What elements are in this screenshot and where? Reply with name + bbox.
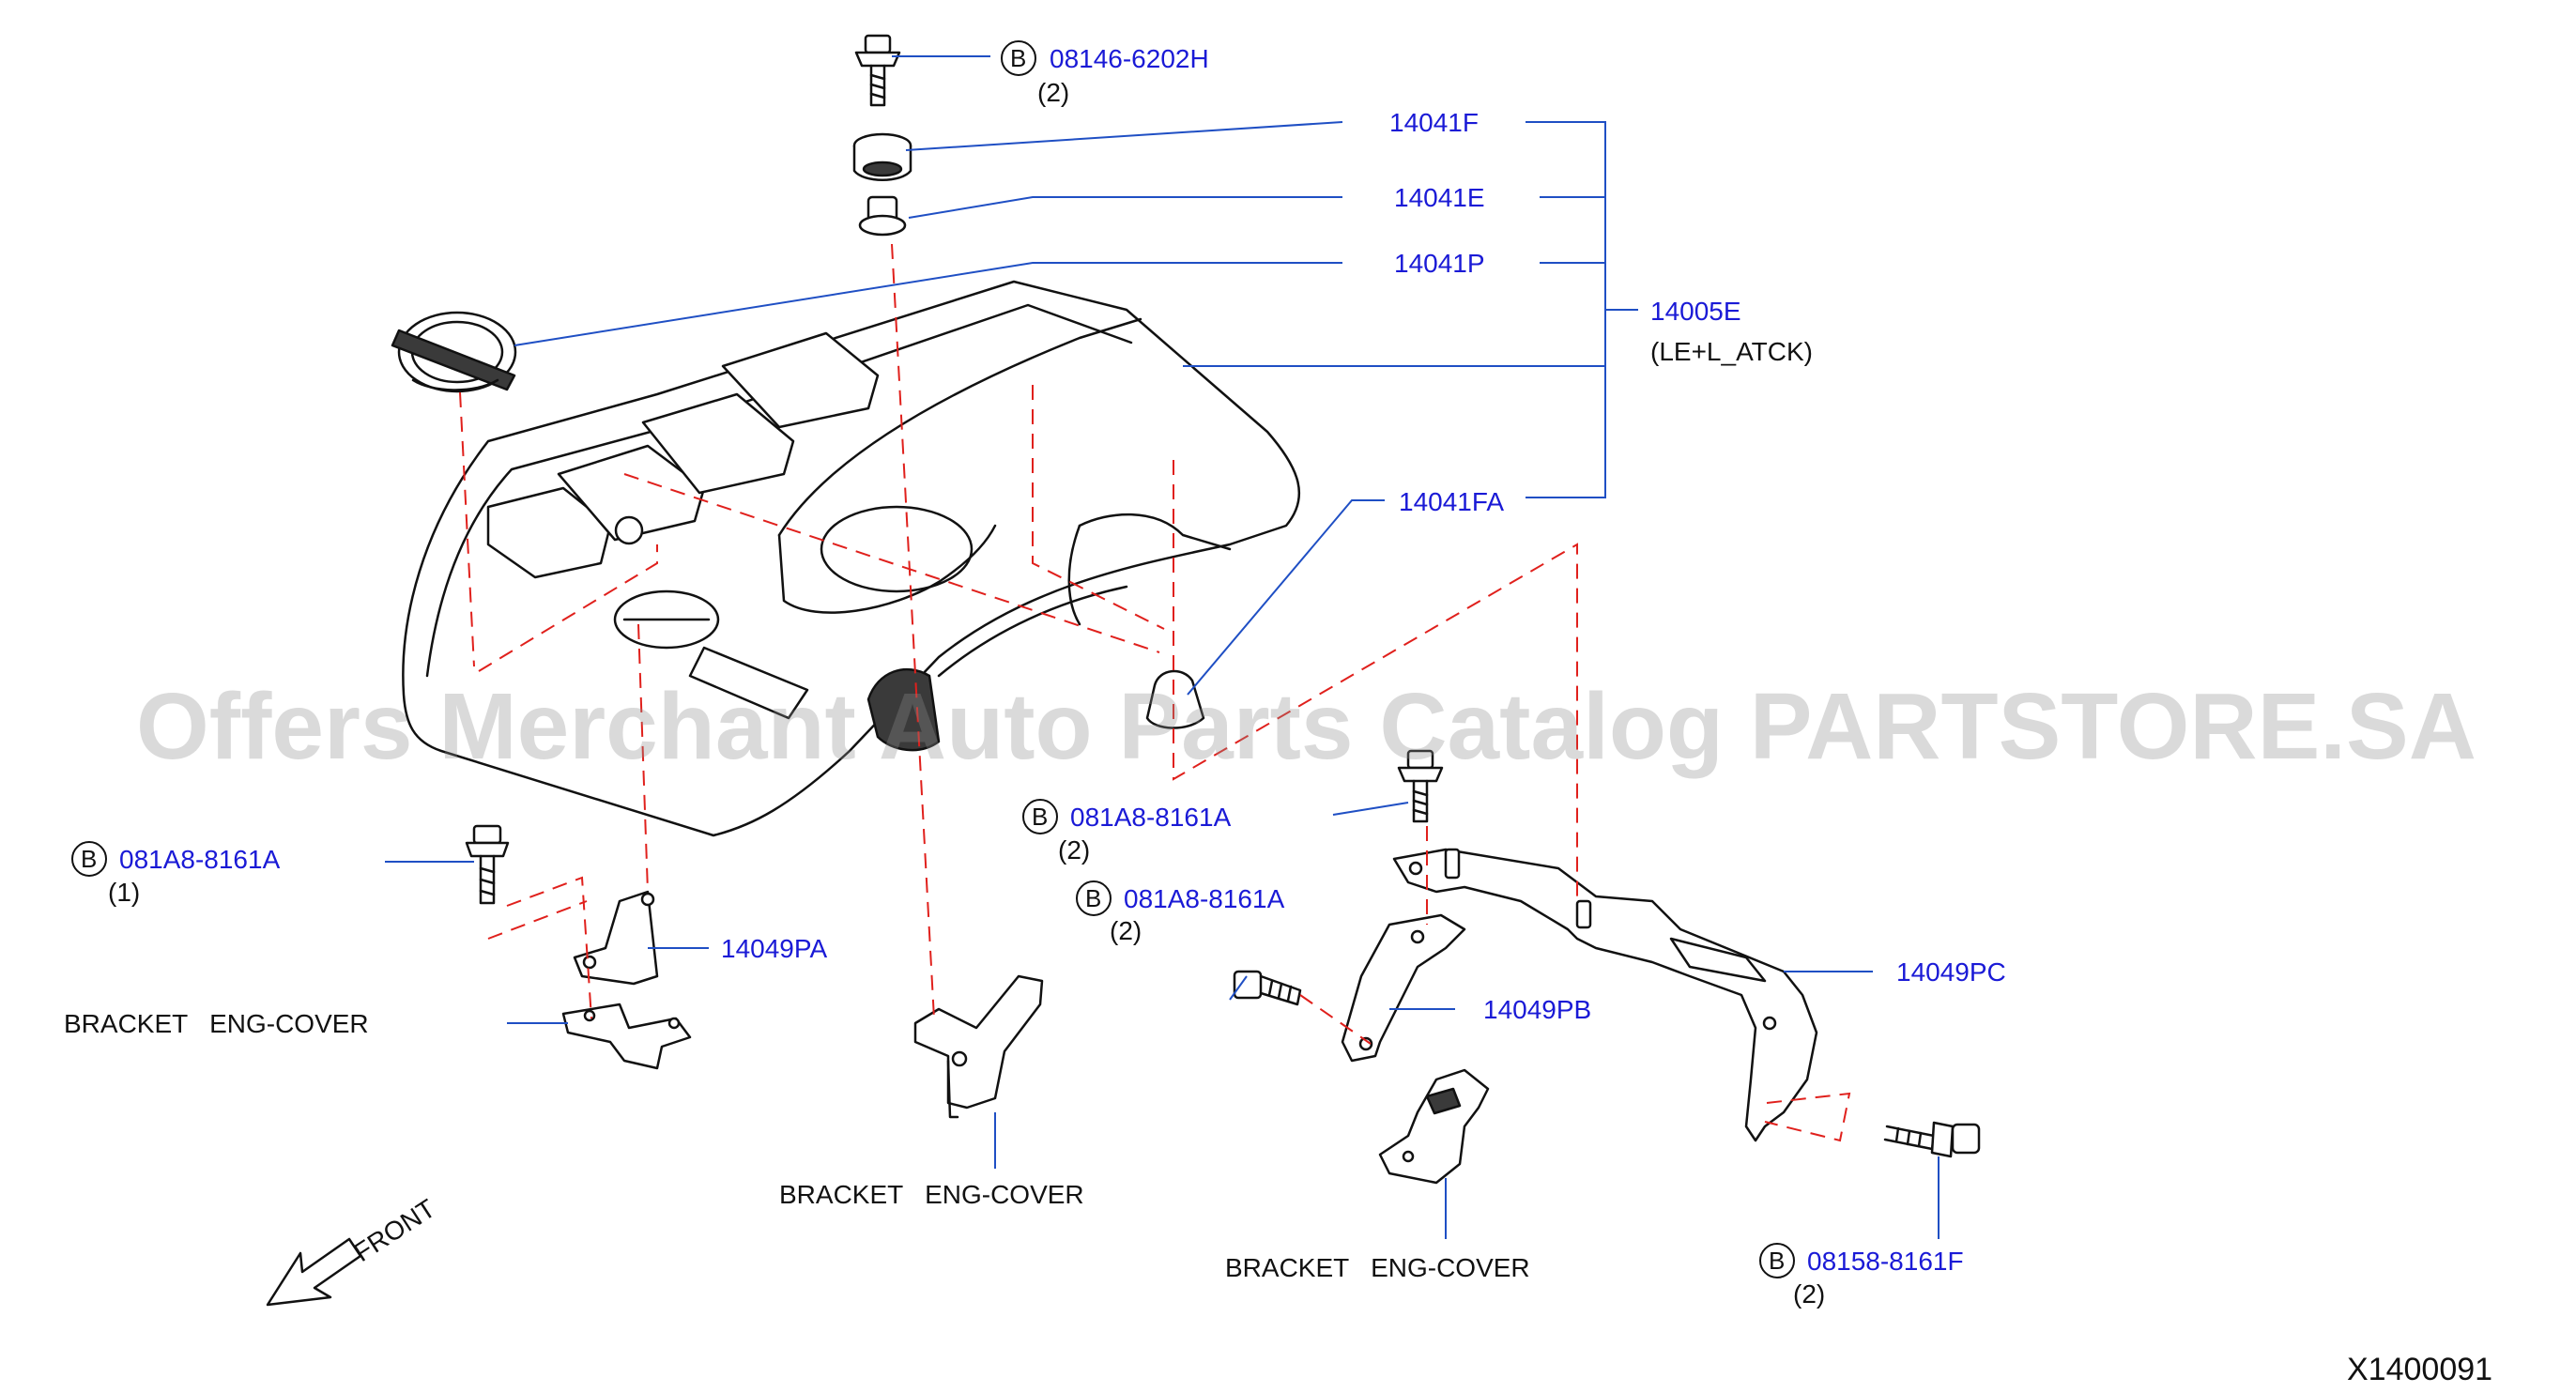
quantity-label: (2): [1110, 916, 1142, 945]
part-number-14005e[interactable]: 14005E: [1650, 297, 1741, 326]
assembly-note: (LE+L_ATCK): [1650, 337, 1813, 366]
bolt-marker-b: B: [1085, 884, 1101, 912]
top-bolt-illustration: [854, 34, 901, 107]
quantity-label: (1): [108, 878, 140, 907]
grommet-14041e-illustration: [858, 195, 907, 237]
bolt-marker-b: B: [1032, 803, 1048, 831]
engine-cover-illustration: [402, 280, 1300, 837]
bracket-right-lower-illustration: [1378, 1068, 1490, 1185]
bracket-center-illustration: [913, 974, 1044, 1119]
quantity-label: (2): [1058, 835, 1090, 865]
quantity-label: (2): [1793, 1279, 1825, 1309]
bracket-14049pa-illustration: [573, 890, 659, 986]
part-number-14049pa[interactable]: 14049PA: [721, 934, 827, 963]
quantity-label: (2): [1037, 78, 1069, 107]
part-number-081a8-8161a[interactable]: 081A8-8161A: [119, 845, 281, 874]
callout-bolt-right[interactable]: B 08158-8161F (2): [1759, 1243, 1964, 1309]
alignment-dashes: [459, 243, 1851, 1142]
callout-bolt-mid2[interactable]: B 081A8-8161A (2): [1076, 880, 1285, 945]
part-number-14041f[interactable]: 14041F: [1389, 108, 1479, 137]
bracket-label-center: BRACKET ENG-COVER: [779, 1180, 1084, 1209]
front-arrow-icon: [266, 1237, 362, 1307]
bracket-14049pb-illustration: [1341, 913, 1466, 1063]
front-direction-label: FRONT: [348, 1194, 440, 1268]
grommet-14041fa-illustration: [1145, 669, 1205, 729]
part-number-081a8-8161a[interactable]: 081A8-8161A: [1124, 884, 1285, 913]
part-number-08158-8161f[interactable]: 08158-8161F: [1807, 1247, 1964, 1276]
callout-bolt-left[interactable]: B 081A8-8161A (1): [71, 841, 281, 907]
part-number-14049pb[interactable]: 14049PB: [1483, 995, 1591, 1024]
bolt-marker-b: B: [1010, 44, 1026, 72]
callout-bolt-mid1[interactable]: B 081A8-8161A (2): [1022, 799, 1232, 865]
bolt-marker-b: B: [81, 845, 97, 873]
part-number-14041fa[interactable]: 14041FA: [1399, 487, 1504, 516]
grommet-14041f-illustration: [852, 132, 912, 181]
bolt-marker-b: B: [1769, 1247, 1785, 1275]
bracket-label-left: BRACKET ENG-COVER: [64, 1009, 369, 1038]
watermark-text: Offers Merchant Auto Parts Catalog PARTS…: [136, 674, 2476, 779]
part-number-081a8-8161a[interactable]: 081A8-8161A: [1070, 803, 1232, 832]
nissan-emblem-illustration: [391, 311, 517, 393]
part-number-08146-6202h[interactable]: 08146-6202H: [1050, 44, 1209, 73]
part-number-14041e[interactable]: 14041E: [1394, 183, 1485, 212]
part-number-14049pc[interactable]: 14049PC: [1896, 957, 2006, 987]
leader-lines: [385, 55, 1940, 1239]
part-number-14041p[interactable]: 14041P: [1394, 249, 1485, 278]
bracket-14049pc-illustration: [1392, 848, 1818, 1142]
bolt-right-illustration: [1883, 1121, 1981, 1158]
bracket-label-right: BRACKET ENG-COVER: [1225, 1253, 1530, 1282]
diagram-reference-number: X1400091: [2347, 1352, 2492, 1387]
bolt-mid2-illustration: [1233, 970, 1302, 1006]
bolt-mid1-illustration: [1397, 749, 1444, 823]
callout-bolt-top[interactable]: B 08146-6202H (2): [1001, 40, 1209, 107]
bolt-left-illustration: [465, 824, 510, 905]
bracket-left-lower-illustration: [561, 1003, 692, 1070]
